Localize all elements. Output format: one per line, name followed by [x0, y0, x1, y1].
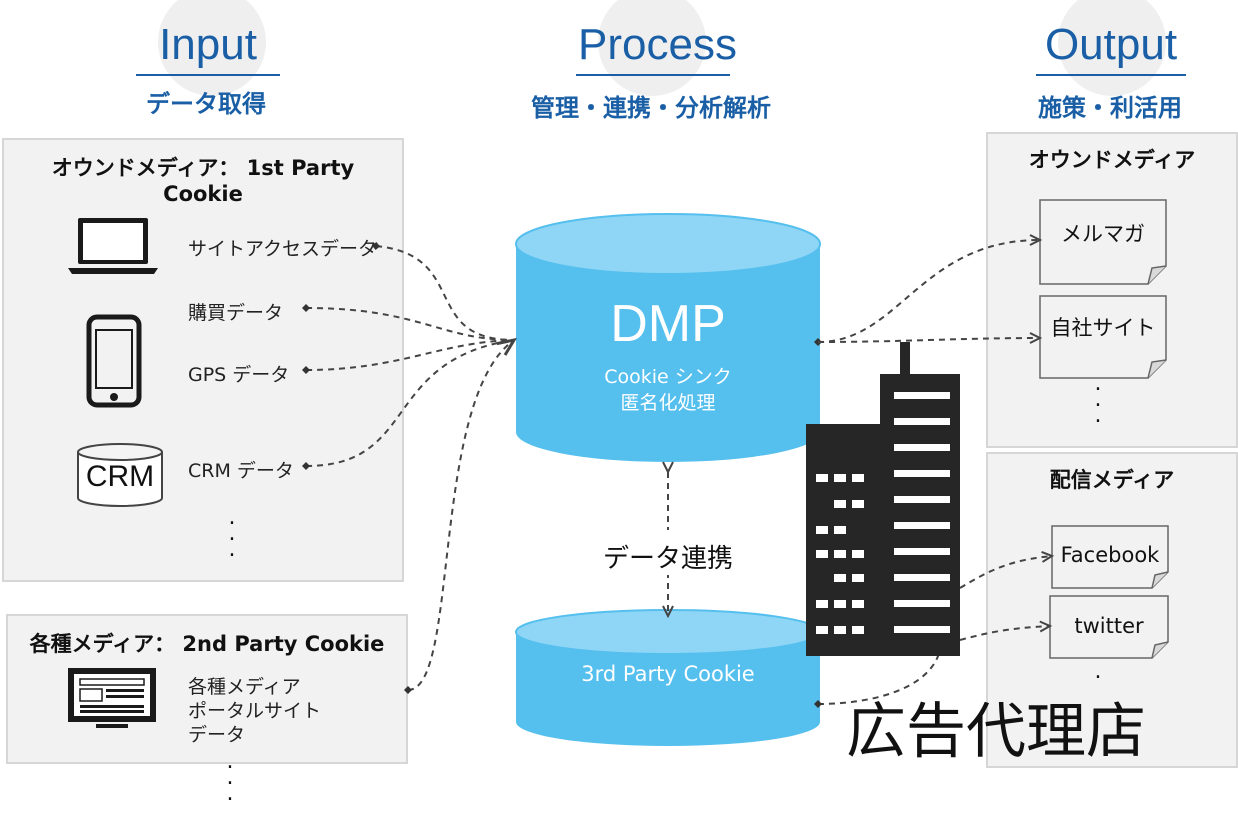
crm-icon-label: CRM — [85, 460, 155, 493]
more-items-ellipsis: ... — [228, 505, 236, 562]
data-sync-label: データ連携 — [592, 538, 744, 575]
process-header-subtitle: 管理・連携・分析解析 — [531, 94, 771, 122]
facebook-label: Facebook — [1060, 543, 1160, 567]
various-media-panel: 各種メディア： 2nd Party Cookie 各種メディア ポータルサイト … — [6, 614, 408, 764]
monitor-icon — [68, 668, 156, 728]
note-company-site — [1039, 295, 1167, 379]
laptop-icon — [68, 218, 158, 274]
dmp-line1: Cookie シンク — [604, 366, 732, 388]
media-data-line1: 各種メディア — [188, 676, 301, 698]
third-party-cookie-label: 3rd Party Cookie — [581, 662, 755, 686]
various-media-title: 各種メディア： 2nd Party Cookie — [29, 632, 385, 656]
input-header-title: Input — [136, 20, 280, 76]
note-facebook — [1051, 525, 1169, 589]
media-more-ellipsis: ... — [226, 749, 234, 806]
owned-media-title-line2: Cookie — [163, 182, 243, 206]
ad-agency-label: 広告代理店 — [846, 697, 1146, 767]
owned-media-panel: オウンドメディア： 1st Party Cookie CRM サイトアクセスデー… — [2, 138, 404, 582]
input-header-circle — [158, 0, 266, 96]
media-data-line2: ポータルサイト — [188, 700, 322, 722]
gps-data-label: GPS データ — [188, 364, 290, 386]
output-delivery-title: 配信メディア — [1049, 468, 1175, 492]
owned-media-title-line1: オウンドメディア： 1st Party — [51, 156, 355, 180]
output-header-title: Output — [1036, 20, 1186, 76]
process-header-title: Process — [576, 20, 737, 76]
crm-database-icon — [77, 443, 163, 507]
building-icon — [806, 342, 960, 656]
output-owned-panel: オウンドメディア — [986, 132, 1238, 448]
crm-data-label: CRM データ — [188, 460, 294, 482]
dmp-title: DMP — [610, 295, 726, 353]
twitter-label: twitter — [1074, 614, 1144, 638]
output-header-subtitle: 施策・利活用 — [1038, 94, 1182, 122]
output-header-circle — [1058, 0, 1166, 96]
media-data-line3: データ — [188, 724, 246, 746]
note-twitter — [1049, 595, 1169, 659]
mail-magazine-label: メルマガ — [1061, 222, 1145, 246]
output-owned-title: オウンドメディア — [1028, 148, 1196, 172]
input-arrows — [302, 242, 518, 694]
process-header-circle — [598, 0, 706, 96]
output-delivery-ellipsis: . — [1094, 659, 1102, 684]
dmp-cylinder — [515, 213, 821, 462]
company-site-label: 自社サイト — [1050, 316, 1156, 340]
purchase-data-label: 購買データ — [188, 302, 284, 324]
output-arrows — [814, 234, 1055, 708]
input-header-subtitle: データ取得 — [146, 90, 266, 118]
output-owned-ellipsis: ... — [1094, 371, 1102, 428]
smartphone-icon — [86, 314, 142, 408]
dmp-line2: 匿名化処理 — [620, 392, 716, 414]
site-access-data-label: サイトアクセスデータ — [188, 238, 378, 260]
